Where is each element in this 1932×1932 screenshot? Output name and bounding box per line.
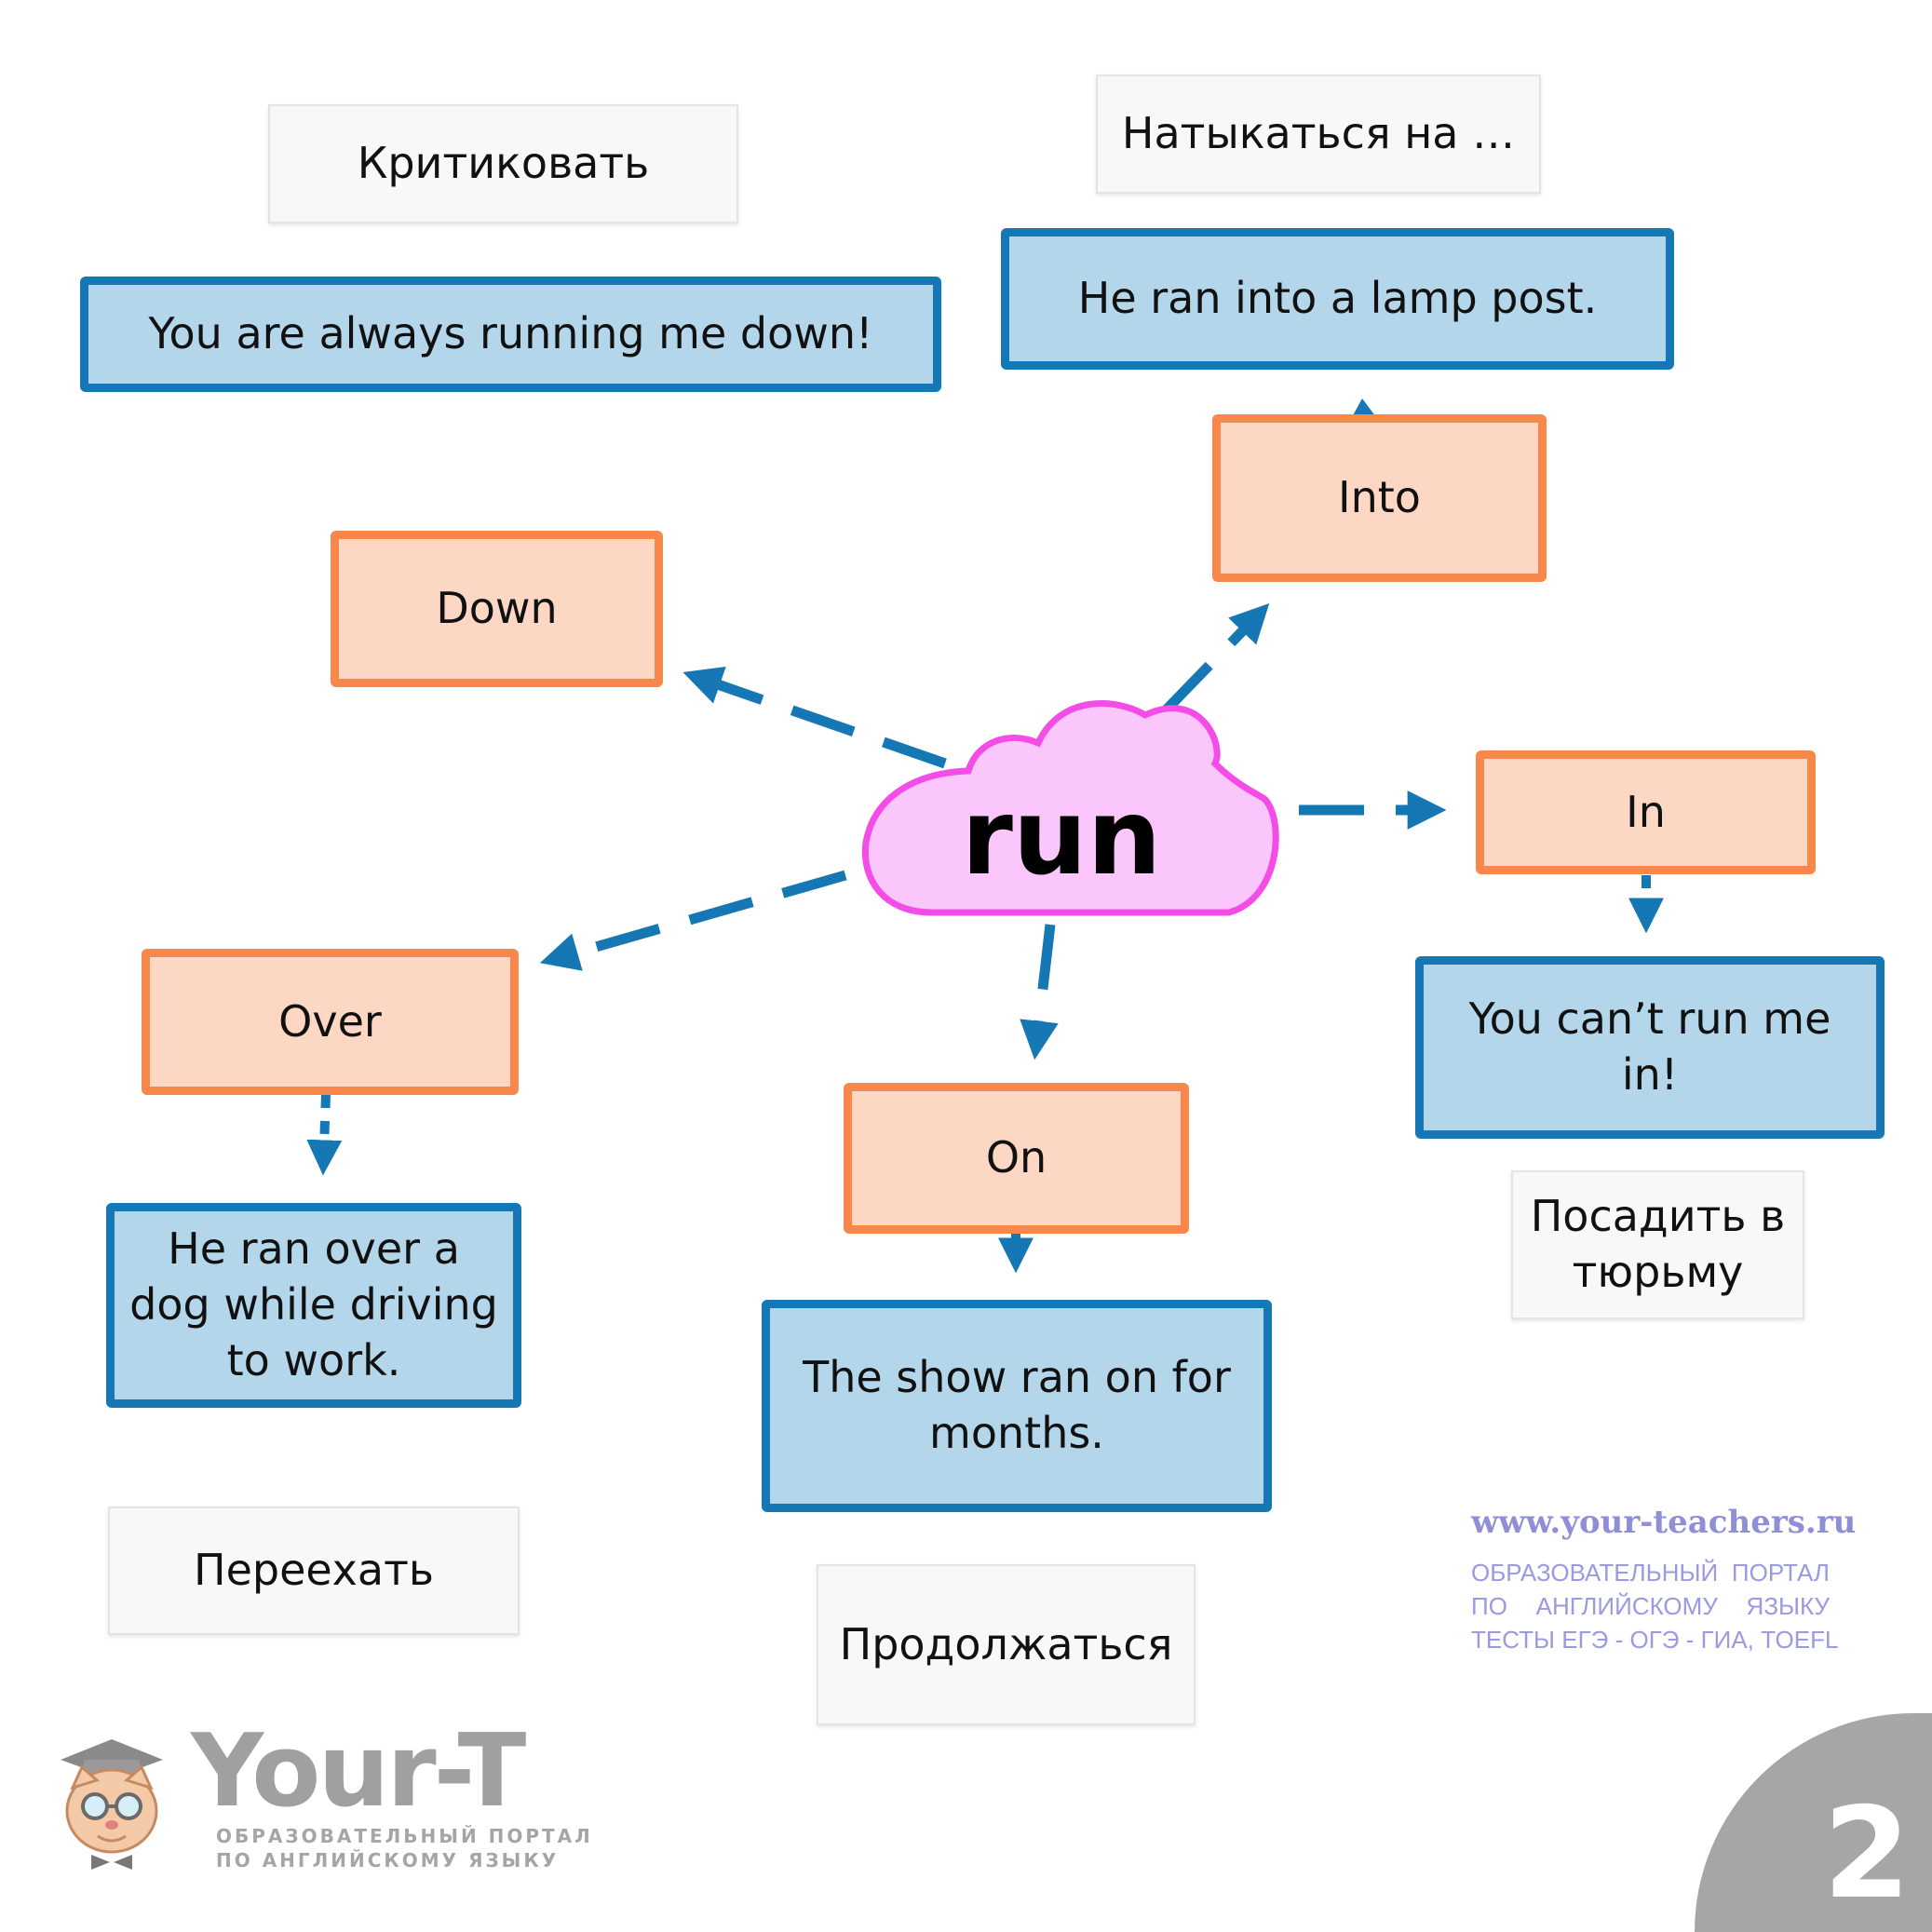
site-url: www.your-teachers.ru	[1471, 1504, 1857, 1541]
particle-into: Into	[1212, 414, 1547, 582]
translation-on: Продолжаться	[817, 1564, 1196, 1725]
translation-into: Натыкаться на …	[1096, 74, 1541, 194]
logo-subtitle-2: ПО АНГЛИЙСКОМУ ЯЗЫКУ	[216, 1849, 560, 1871]
example-over: He ran over a dog while driving to work.	[106, 1203, 521, 1408]
translation-down: Критиковать	[268, 104, 738, 223]
arrow-into-to-example-tip	[1352, 399, 1376, 417]
site-tagline-1: ОБРАЗОВАТЕЛЬНЫЙ ПОРТАЛ	[1471, 1559, 1830, 1587]
arrow-over-to-example	[306, 1094, 343, 1176]
arrow-to-into	[1160, 602, 1270, 716]
run-cloud	[861, 700, 1279, 916]
example-in: You can’t run me in!	[1415, 956, 1885, 1139]
site-tagline-2: ПО АНГЛИЙСКОМУ ЯЗЫКУ	[1471, 1592, 1830, 1620]
arrow-to-down	[682, 667, 947, 769]
particle-over: Over	[142, 949, 519, 1095]
arrow-to-over	[539, 870, 847, 971]
example-on: The show ran on for months.	[762, 1300, 1272, 1512]
site-tagline-3: ТЕСТЫ ЕГЭ - ОГЭ - ГИА, TOEFL	[1471, 1626, 1839, 1654]
arrow-to-on	[1020, 924, 1059, 1061]
logo-subtitle-1: ОБРАЗОВАТЕЛЬНЫЙ ПОРТАЛ	[216, 1825, 593, 1847]
example-down: You are always running me down!	[80, 277, 941, 392]
cat-mascot-icon	[61, 1739, 163, 1870]
center-word: run	[961, 777, 1162, 898]
page-number-badge	[1695, 1713, 1932, 1932]
particle-in: In	[1476, 750, 1816, 874]
particle-on: On	[844, 1083, 1189, 1234]
translation-in: Посадить в тюрьму	[1511, 1170, 1804, 1319]
particle-down: Down	[331, 531, 663, 687]
logo-wordmark: Your-T	[191, 1713, 526, 1830]
example-into: He ran into a lamp post.	[1001, 228, 1674, 370]
page-number: 2	[1823, 1779, 1911, 1926]
translation-over: Переехать	[108, 1506, 520, 1635]
